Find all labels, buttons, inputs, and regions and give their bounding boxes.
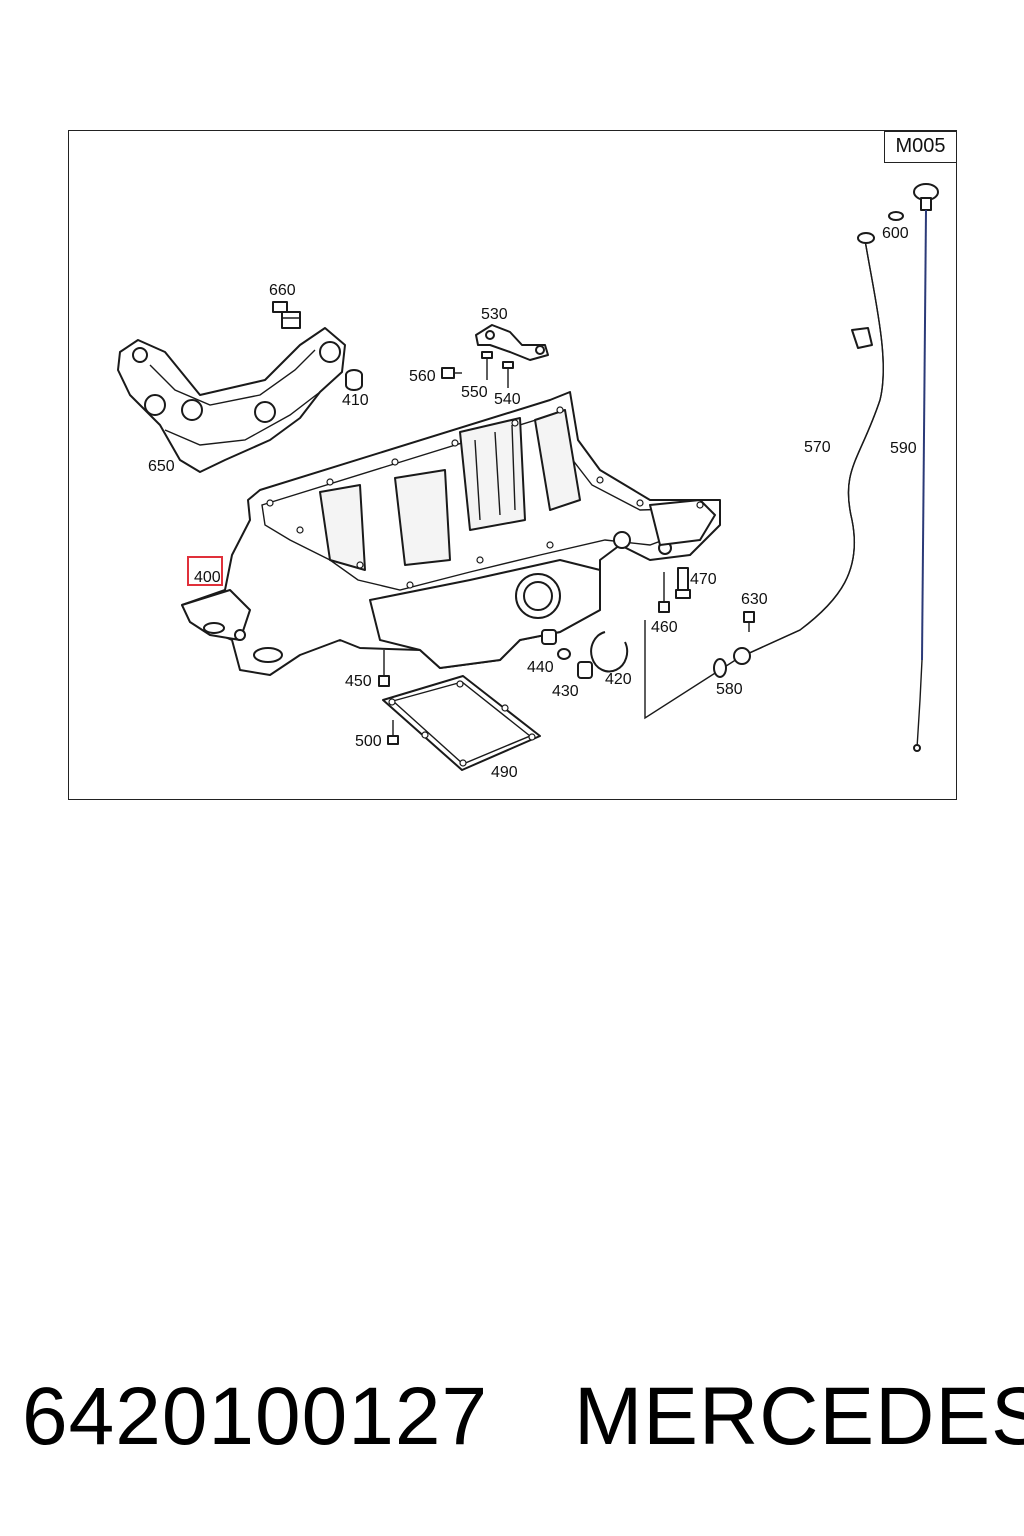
dipstick-590 [913,183,939,752]
bracket-530 [475,324,549,361]
bolt-450 [378,650,390,687]
footer: 6420100127 MERCEDES [0,1362,1024,1472]
callout-400[interactable]: 400 [194,569,221,586]
bushing-410 [345,369,363,391]
callout-430[interactable]: 430 [552,683,579,700]
brand-name: MERCEDES [574,1371,1024,1462]
dipstick-tube-570 [733,232,884,665]
callout-labels: 400 410 420 430 440 450 460 470 490 500 … [148,225,917,781]
callout-600[interactable]: 600 [882,225,909,242]
bolt-660 [272,301,301,329]
callout-410[interactable]: 410 [342,392,369,409]
callout-650[interactable]: 650 [148,458,175,475]
callout-580[interactable]: 580 [716,681,743,698]
bolt-560 [441,367,462,379]
callout-590[interactable]: 590 [890,440,917,457]
leader-lines [644,620,749,720]
callout-570[interactable]: 570 [804,439,831,456]
callout-630[interactable]: 630 [741,591,768,608]
callout-660[interactable]: 660 [269,282,296,299]
bolt-630 [743,611,755,632]
callout-460[interactable]: 460 [651,619,678,636]
circlip-420 [590,631,629,673]
seal-ring-430 [557,648,593,679]
washer-600 [888,211,904,221]
oil-pan-400 [181,391,721,676]
plug-440 [541,629,557,645]
bolt-470 [675,567,691,599]
callout-440[interactable]: 440 [527,659,554,676]
callout-420[interactable]: 420 [605,671,632,688]
o-ring-580 [713,658,727,678]
callout-490[interactable]: 490 [491,764,518,781]
part-number: 6420100127 [22,1371,489,1462]
diagram-code-label: M005 [884,131,957,163]
callout-500[interactable]: 500 [355,733,382,750]
cover-plate-490 [382,675,541,771]
diagram-frame [68,130,957,800]
bolt-500 [387,720,399,745]
callout-550[interactable]: 550 [461,384,488,401]
callout-470[interactable]: 470 [690,571,717,588]
highlight-box [187,556,223,586]
callout-560[interactable]: 560 [409,368,436,385]
bolt-460 [658,572,670,613]
bolt-550 [481,351,493,380]
callout-530[interactable]: 530 [481,306,508,323]
callout-540[interactable]: 540 [494,391,521,408]
bolt-540 [502,361,514,388]
callout-450[interactable]: 450 [345,673,372,690]
engine-mount-bracket [117,327,346,473]
